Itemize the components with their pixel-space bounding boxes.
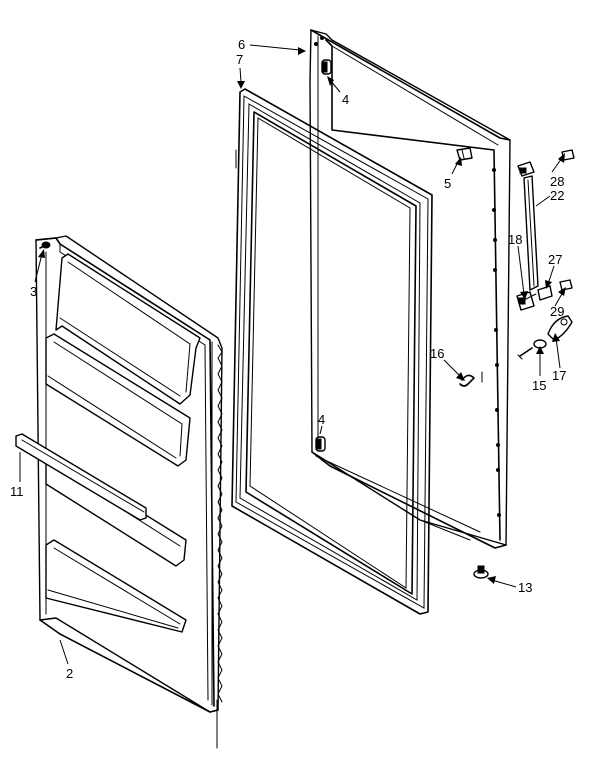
callout-labels: 6 7 4 4 5 3 11 2 13 16 15 17 18 22 27 28…: [10, 37, 566, 681]
outer-door-panel: [309, 29, 511, 549]
door-stop-bottom: [315, 436, 326, 452]
callout-4-top: 4: [342, 92, 349, 107]
shelf-rail-11: [15, 433, 147, 521]
leveler-part-13: [473, 565, 489, 579]
hook-part-16: [459, 371, 483, 387]
door-stop-top: [321, 59, 332, 75]
callout-11: 11: [10, 484, 24, 499]
callout-29: 29: [550, 304, 564, 319]
lock-part-17: [547, 315, 573, 341]
handle-bracket-top: [517, 161, 535, 177]
callout-4-bottom: 4: [318, 412, 325, 427]
callout-5: 5: [444, 176, 451, 191]
screw-part-3: [39, 241, 51, 249]
handle-assembly: [473, 149, 575, 579]
leader-lines: [19, 44, 566, 665]
callout-16: 16: [430, 346, 444, 361]
inner-door-liner: [15, 235, 223, 713]
door-shelf-4: [45, 539, 187, 633]
callout-22: 22: [550, 188, 564, 203]
callout-18: 18: [508, 232, 522, 247]
callout-2: 2: [66, 666, 73, 681]
latch-part-15: [517, 339, 547, 360]
callout-17: 17: [552, 368, 566, 383]
door-gasket: [231, 88, 433, 615]
callout-7: 7: [236, 52, 243, 67]
callout-15: 15: [532, 378, 546, 393]
door-shelf-1: [55, 253, 201, 405]
callout-6: 6: [238, 37, 245, 52]
screw-part-29: [559, 279, 573, 291]
handle-bar: [523, 175, 539, 291]
door-shelf-2: [45, 333, 191, 467]
callout-28: 28: [550, 174, 564, 189]
panel-side-holes: [314, 36, 501, 517]
callout-13: 13: [518, 580, 532, 595]
clip-part-5: [456, 147, 473, 161]
callout-27: 27: [548, 252, 562, 267]
callout-3: 3: [30, 284, 37, 299]
